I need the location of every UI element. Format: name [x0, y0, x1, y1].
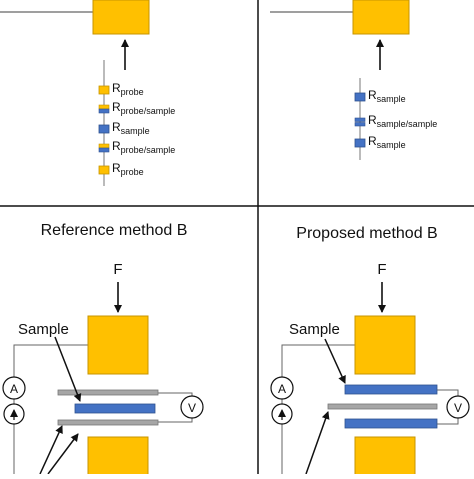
panel-title: Proposed method B [296, 225, 437, 242]
ammeter-label: A [10, 382, 18, 396]
force-label: F [113, 261, 122, 278]
sample-label: Sample [18, 321, 69, 338]
electrode-bottom [354, 436, 416, 478]
circuit-wire [281, 344, 355, 474]
probe-plate-pointer [39, 425, 63, 475]
resistor-label: Rprobe/sample [112, 100, 175, 116]
sample-resistor-icon [354, 138, 366, 148]
probe-sample-contact-icon [98, 143, 110, 153]
ammeter-icon [270, 376, 294, 400]
probe-plate [327, 403, 438, 410]
resistor-label: Rsample [368, 134, 406, 150]
resistor-label: Rprobe/sample [112, 139, 175, 155]
electrode-top [352, 0, 410, 35]
resistor-item: Rsample [354, 88, 406, 104]
resistor-item: Rsample/sample [354, 113, 437, 129]
panel-title: Reference method B [41, 222, 188, 239]
electrode-bottom [87, 436, 149, 478]
resistor-chain: RprobeRprobe/sampleRsampleRprobe/sampleR… [98, 81, 175, 177]
circuit-wire [13, 344, 88, 474]
force-label: F [377, 261, 386, 278]
electrode-top [354, 315, 416, 375]
resistor-label: Rprobe [112, 81, 144, 97]
resistor-item: Rsample [354, 134, 406, 150]
voltmeter-label: V [454, 401, 462, 415]
resistor-label: Rsample [112, 120, 150, 136]
probe-resistor-icon [98, 165, 110, 175]
sample-label: Sample [289, 321, 340, 338]
sample-resistor-icon [98, 124, 110, 134]
sample-pointer [324, 338, 346, 384]
probe-resistor-icon [98, 85, 110, 95]
probe-plate-pointer [305, 411, 330, 475]
probe-plate-pointer [47, 433, 79, 475]
probe-plate-bottom [57, 419, 159, 426]
probe-plate-top [57, 389, 159, 396]
sample-strip [74, 403, 156, 414]
sample-strip-bottom [344, 418, 438, 429]
sample-sample-contact-icon [354, 117, 366, 127]
electrode-top [87, 315, 149, 375]
panel-bottom-left: Reference method B F A V Sample [2, 222, 204, 478]
resistor-label: Rprobe [112, 161, 144, 177]
voltmeter-icon [180, 395, 204, 419]
resistor-item: Rprobe [98, 161, 144, 177]
panel-top-left: RprobeRprobe/sampleRsampleRprobe/sampleR… [0, 0, 175, 186]
sample-pointer [54, 336, 82, 402]
panel-bottom-right: Proposed method B F A V Sample [270, 225, 470, 478]
resistor-item: Rprobe/sample [98, 139, 175, 155]
probe-sample-contact-icon [98, 104, 110, 114]
resistor-item: Rprobe/sample [98, 100, 175, 116]
electrode-top [92, 0, 150, 35]
sample-strip-top [344, 384, 438, 395]
voltmeter-icon [446, 395, 470, 419]
resistor-item: Rprobe [98, 81, 144, 97]
resistor-item: Rsample [98, 120, 150, 136]
resistor-label: Rsample [368, 88, 406, 104]
resistor-label: Rsample/sample [368, 113, 437, 129]
voltmeter-label: V [188, 401, 196, 415]
sample-resistor-icon [354, 92, 366, 102]
ammeter-icon [2, 376, 26, 400]
ammeter-label: A [278, 382, 286, 396]
